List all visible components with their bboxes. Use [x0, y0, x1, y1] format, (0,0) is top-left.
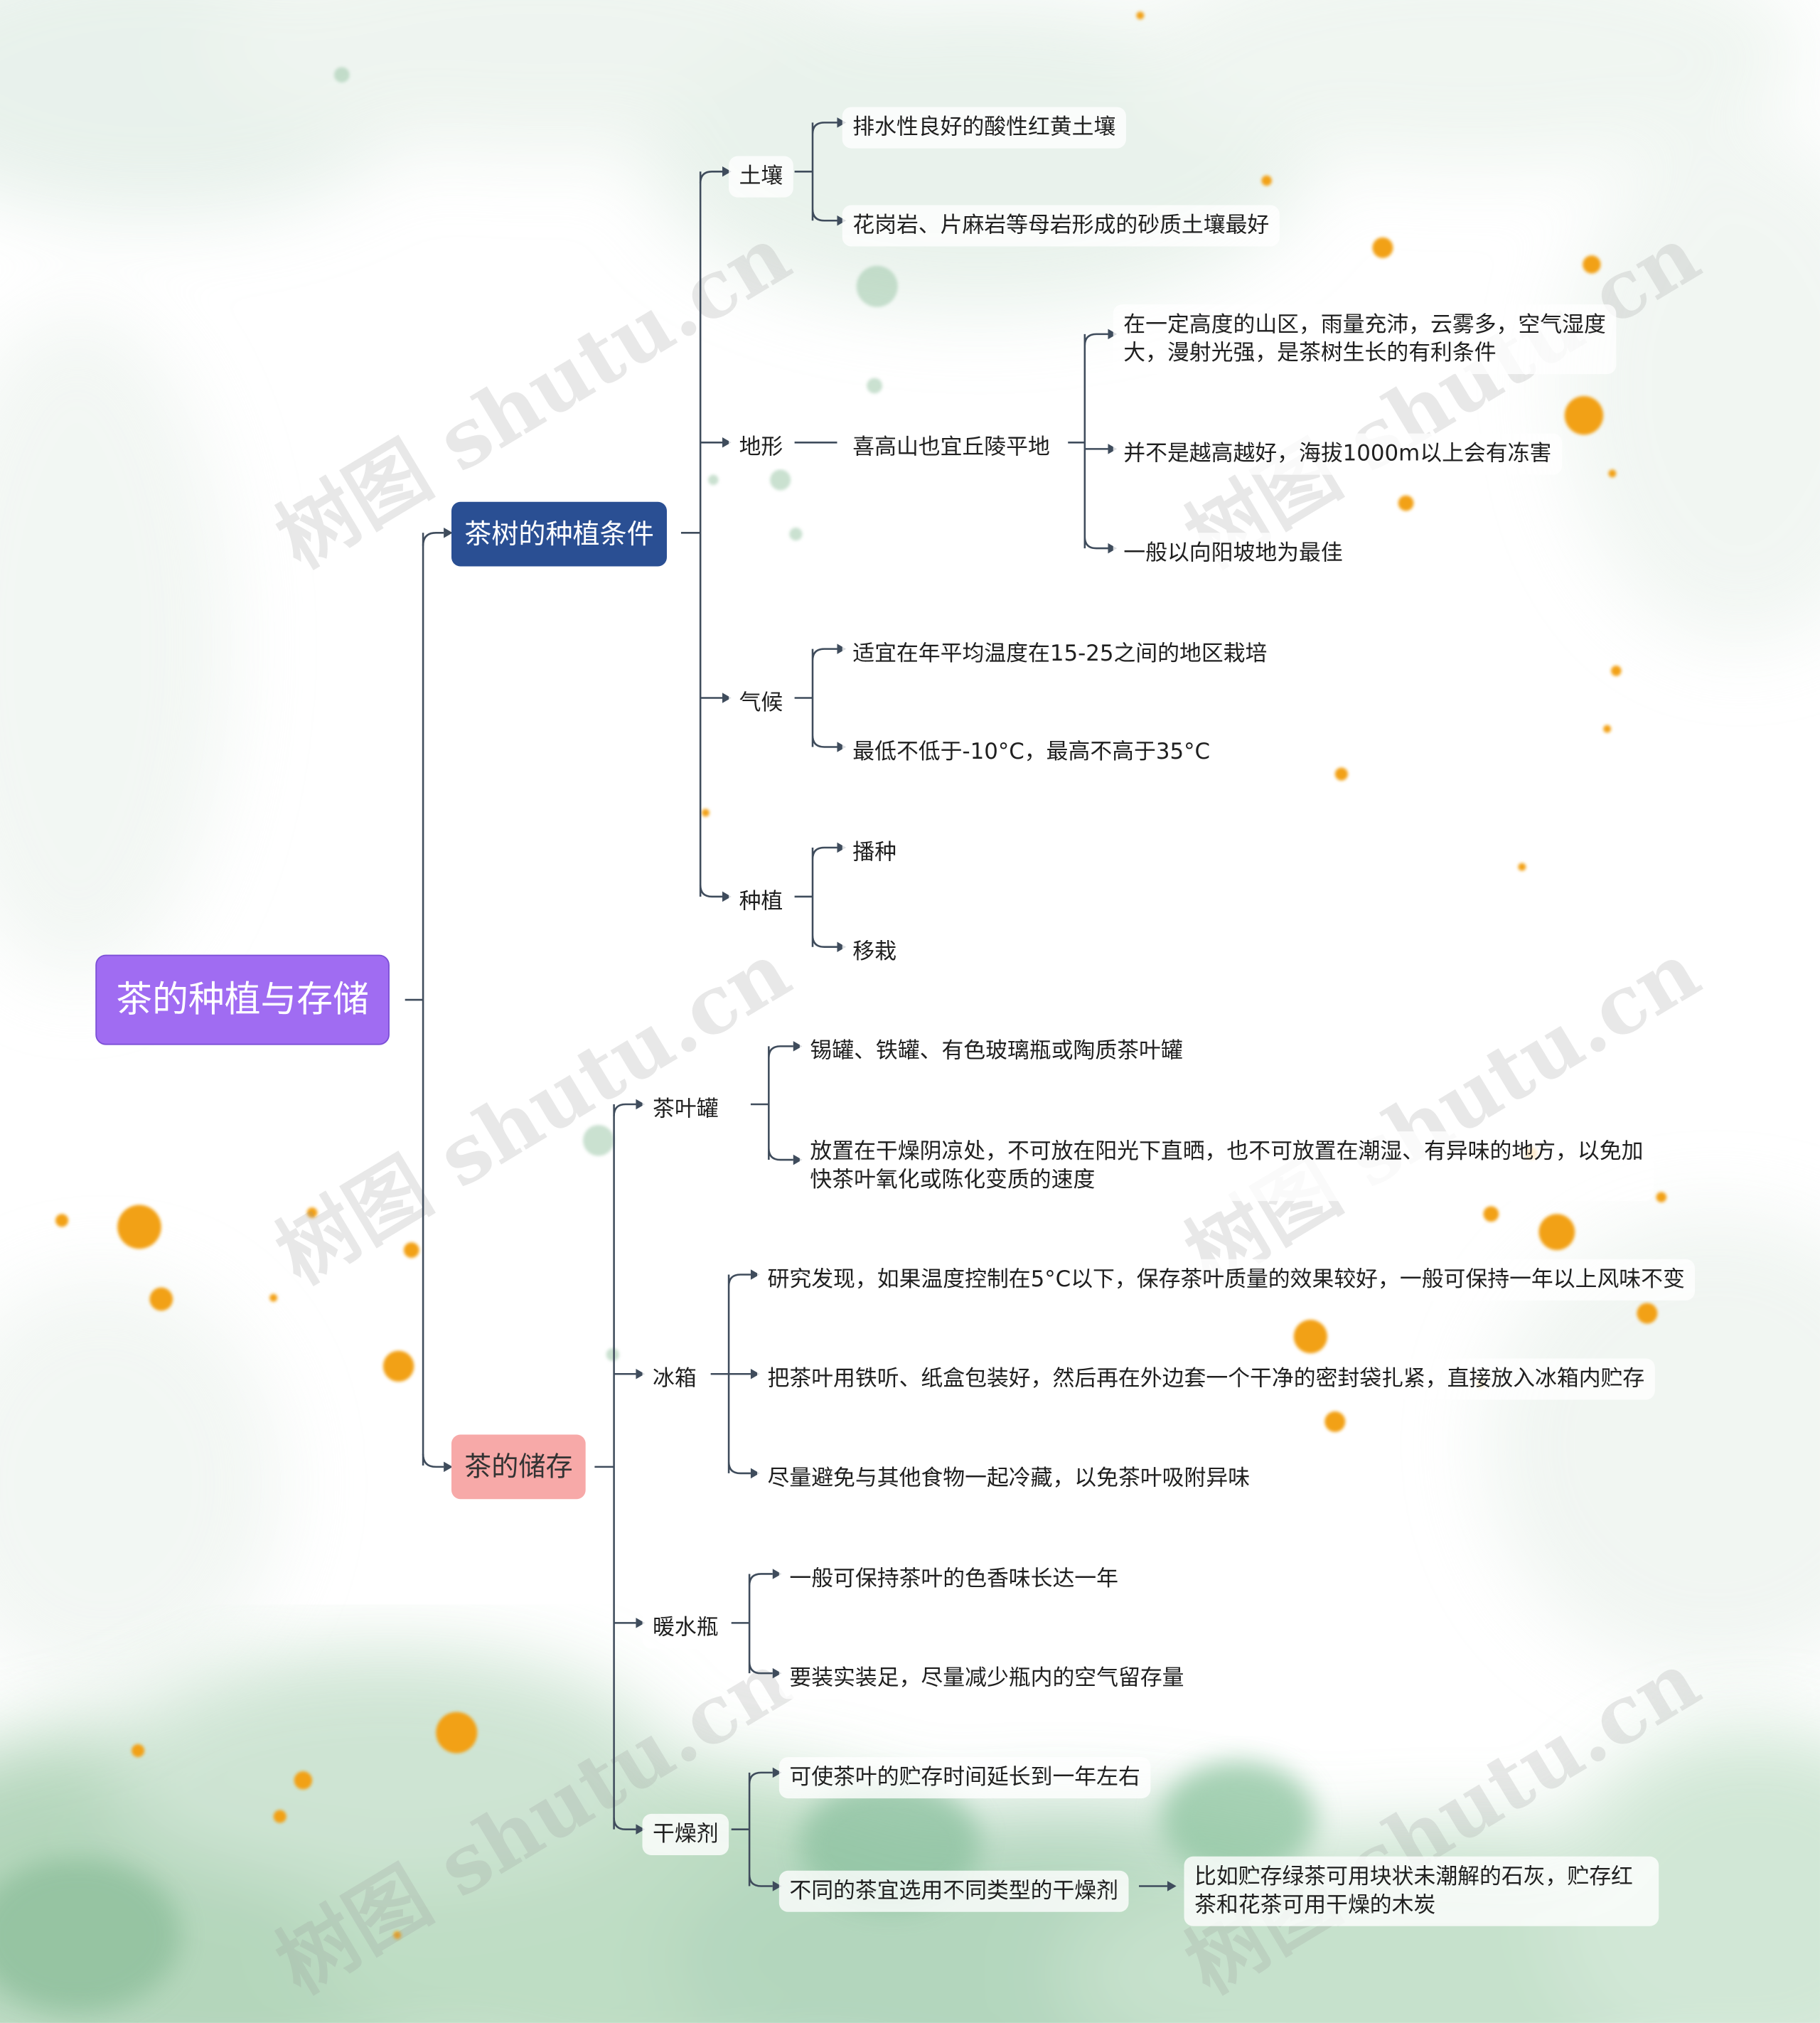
topic-tea-jar[interactable]: 茶叶罐 [643, 1089, 729, 1130]
terrain-item[interactable]: 在一定高度的山区，雨量充沛，云雾多，空气湿度大，漫射光强，是茶树生长的有利条件 [1113, 304, 1617, 374]
terrain-summary[interactable]: 喜高山也宜丘陵平地 [842, 427, 1061, 469]
climate-item[interactable]: 适宜在年平均温度在15-25之间的地区栽培 [842, 634, 1278, 675]
topic-climate[interactable]: 气候 [729, 683, 793, 724]
thermos-item[interactable]: 要装实装足，尽量减少瓶内的空气留存量 [779, 1658, 1194, 1699]
fridge-item[interactable]: 把茶叶用铁听、纸盒包装好，然后再在外边套一个干净的密封袋扎紧，直接放入冰箱内贮存 [757, 1358, 1655, 1399]
root-topic[interactable]: 茶的种植与存储 [95, 955, 390, 1045]
topic-desiccant[interactable]: 干燥剂 [643, 1814, 729, 1855]
branch-planting-conditions[interactable]: 茶树的种植条件 [451, 502, 667, 567]
topic-planting-method[interactable]: 种植 [729, 881, 793, 922]
jar-item[interactable]: 锡罐、铁罐、有色玻璃瓶或陶质茶叶罐 [800, 1031, 1193, 1072]
topic-soil[interactable]: 土壤 [729, 156, 793, 198]
fridge-item[interactable]: 研究发现，如果温度控制在5°C以下，保存茶叶质量的效果较好，一般可保持一年以上风… [757, 1259, 1695, 1301]
terrain-item[interactable]: 并不是越高越好，海拔1000m以上会有冻害 [1113, 434, 1562, 475]
jar-item[interactable]: 放置在干燥阴凉处，不可放在阳光下直晒，也不可放置在潮湿、有异味的地方，以免加快茶… [800, 1131, 1654, 1201]
thermos-item[interactable]: 一般可保持茶叶的色香味长达一年 [779, 1559, 1129, 1600]
fridge-item[interactable]: 尽量避免与其他食物一起冷藏，以免茶叶吸附异味 [757, 1458, 1260, 1499]
terrain-item[interactable]: 一般以向阳坡地为最佳 [1113, 533, 1353, 574]
topic-terrain[interactable]: 地形 [729, 427, 793, 469]
desiccant-item[interactable]: 不同的茶宜选用不同类型的干燥剂 [779, 1871, 1129, 1912]
branch-storage[interactable]: 茶的储存 [451, 1435, 586, 1500]
climate-item[interactable]: 最低不低于-10°C，最高不高于35°C [842, 732, 1221, 773]
method-item[interactable]: 移栽 [842, 932, 907, 973]
desiccant-item[interactable]: 可使茶叶的贮存时间延长到一年左右 [779, 1757, 1151, 1798]
topic-fridge[interactable]: 冰箱 [643, 1358, 707, 1399]
desiccant-detail[interactable]: 比如贮存绿茶可用块状未潮解的石灰，贮存红茶和花茶可用干燥的木炭 [1184, 1857, 1659, 1926]
soil-item[interactable]: 花岗岩、片麻岩等母岩形成的砂质土壤最好 [842, 205, 1280, 246]
soil-item[interactable]: 排水性良好的酸性红黄土壤 [842, 107, 1126, 149]
topic-thermos[interactable]: 暖水瓶 [643, 1608, 729, 1649]
method-item[interactable]: 播种 [842, 832, 907, 873]
